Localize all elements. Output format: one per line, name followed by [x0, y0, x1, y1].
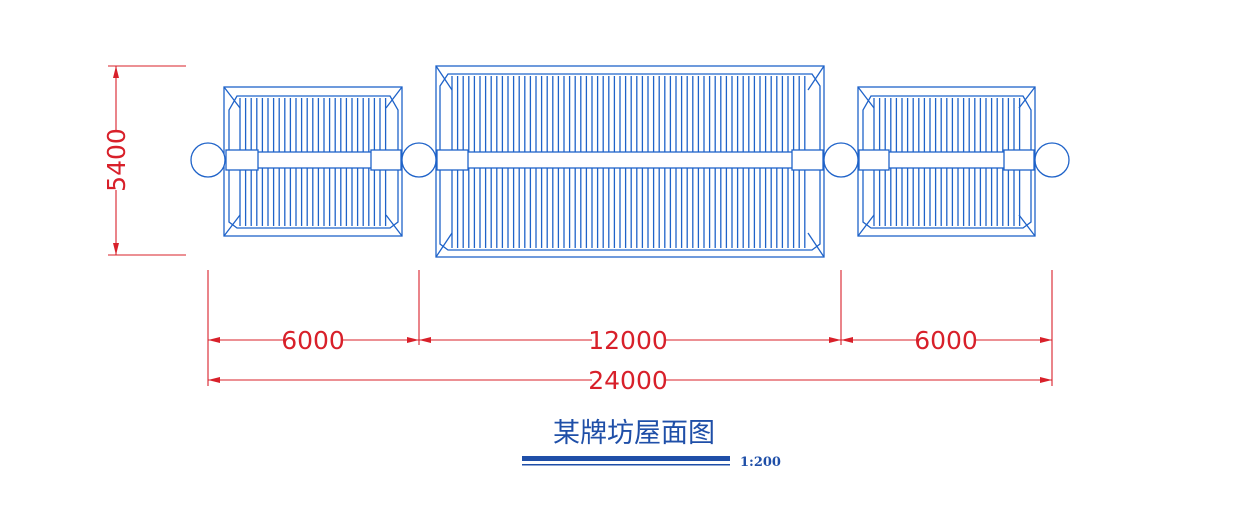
- ridge-end-block: [1003, 149, 1035, 171]
- ridge-end-block: [791, 149, 824, 171]
- height-dimension: 5400: [102, 65, 186, 256]
- center-roof-tiles-lower: [451, 168, 806, 248]
- right-roof-eave-inner: [862, 95, 1032, 229]
- right-roof-tiles-upper: [873, 98, 1021, 152]
- right-span-label: 6000: [914, 326, 978, 355]
- roof-plan: [190, 65, 1070, 258]
- left-roof: [223, 86, 403, 237]
- ridge-end-block: [858, 149, 890, 171]
- center-ridge: [439, 151, 821, 169]
- title-underline-thick: [522, 456, 730, 461]
- height-dimension-label: 5400: [102, 128, 131, 192]
- scale-label: 1:200: [740, 455, 781, 470]
- left-span-label: 6000: [281, 326, 345, 355]
- center-roof-eave-inner: [439, 73, 821, 251]
- dimension-lines: 5400 6000 12000 6000: [102, 65, 1053, 395]
- drawing-title: 某牌坊屋面图: [553, 418, 715, 449]
- left-span-dimension: 6000: [208, 326, 419, 355]
- center-span-dimension: 12000: [419, 326, 841, 355]
- total-dimension: 24000: [208, 366, 1052, 395]
- right-roof-tiles-lower: [873, 168, 1021, 226]
- column-circle: [823, 142, 859, 178]
- center-span-label: 12000: [588, 326, 668, 355]
- left-roof-eave-inner: [228, 95, 399, 229]
- left-roof-tiles-upper: [239, 98, 387, 152]
- right-span-dimension: 6000: [841, 326, 1052, 355]
- title-block: 某牌坊屋面图 1:200: [522, 418, 781, 470]
- center-roof: [435, 65, 825, 258]
- ridge-end-block: [436, 149, 469, 171]
- column-circle: [1034, 142, 1070, 178]
- right-roof: [857, 86, 1036, 237]
- total-dimension-label: 24000: [588, 366, 668, 395]
- left-roof-tiles-lower: [239, 168, 387, 226]
- title-underline-thin: [522, 464, 730, 466]
- ridge-end-block: [225, 149, 259, 171]
- column-circle: [401, 142, 437, 178]
- center-roof-tiles-upper: [451, 76, 806, 152]
- column-circle: [190, 142, 226, 178]
- ridge-end-block: [370, 149, 402, 171]
